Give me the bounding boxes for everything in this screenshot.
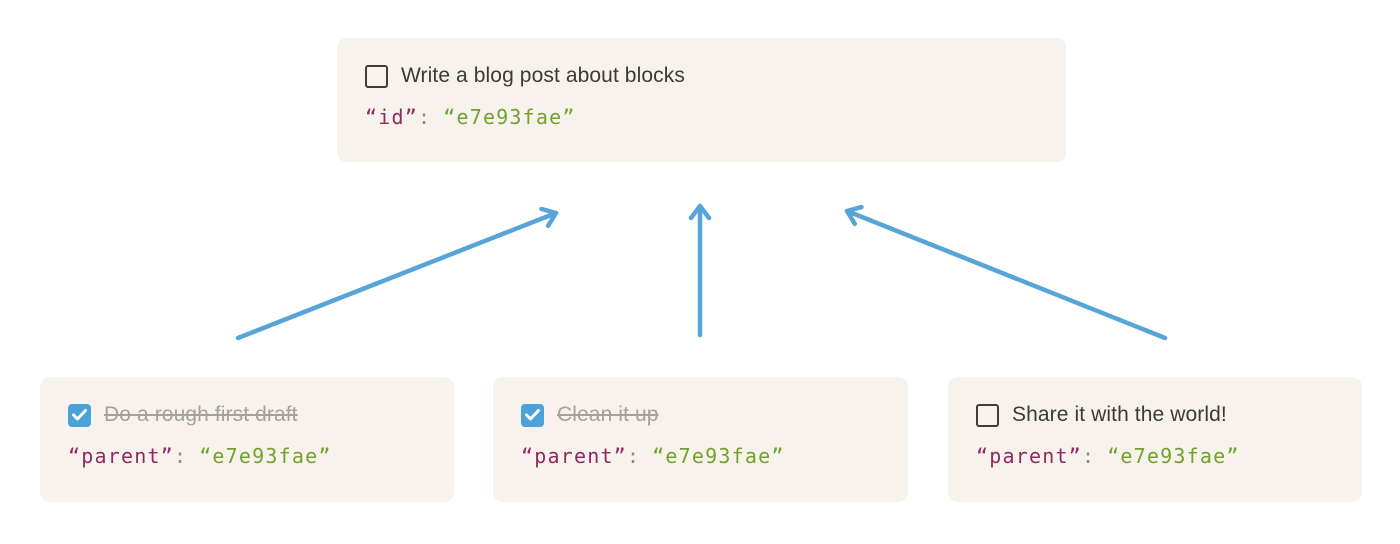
block-parent-code: “parent”: “e7e93fae” [976,444,1334,468]
block-parent-code: “parent”: “e7e93fae” [521,444,880,468]
block-parent-code: “parent”: “e7e93fae” [68,444,426,468]
child-task-card-3: Share it with the world! “parent”: “e7e93… [948,377,1362,502]
code-key: “parent” [521,444,627,468]
child-task-card-1: Do a rough first draft “parent”: “e7e93fa… [40,377,454,502]
task-row: Do a rough first draft [68,403,426,427]
task-row: Write a blog post about blocks [365,64,1038,88]
child-task-card-2: Clean it up “parent”: “e7e93fae” [493,377,908,502]
code-separator: : [417,105,432,129]
arrow-child3-to-parent [844,204,1168,341]
task-checkbox[interactable] [976,403,999,427]
task-checkbox[interactable] [68,403,91,427]
code-value: “e7e93fae” [199,444,332,468]
task-title: Share it with the world! [1012,403,1227,426]
checkmark-icon [72,409,87,421]
task-title: Do a rough first draft [104,403,298,426]
code-value: “e7e93fae” [443,105,576,129]
code-key: “parent” [68,444,174,468]
checkmark-icon [525,409,540,421]
code-separator: : [626,444,641,468]
task-row: Share it with the world! [976,403,1334,427]
arrow-child1-to-parent [235,206,559,341]
code-key: “parent” [976,444,1082,468]
code-separator: : [1081,444,1096,468]
task-row: Clean it up [521,403,880,427]
code-separator: : [173,444,188,468]
task-checkbox[interactable] [365,64,388,88]
task-title: Clean it up [557,403,659,426]
parent-task-card: Write a blog post about blocks “id”: “e7e… [337,38,1066,162]
code-key: “id” [365,105,418,129]
code-value: “e7e93fae” [1107,444,1240,468]
task-checkbox[interactable] [521,403,544,427]
code-value: “e7e93fae” [652,444,785,468]
block-id-code: “id”: “e7e93fae” [365,105,1038,129]
task-title: Write a blog post about blocks [401,64,685,87]
